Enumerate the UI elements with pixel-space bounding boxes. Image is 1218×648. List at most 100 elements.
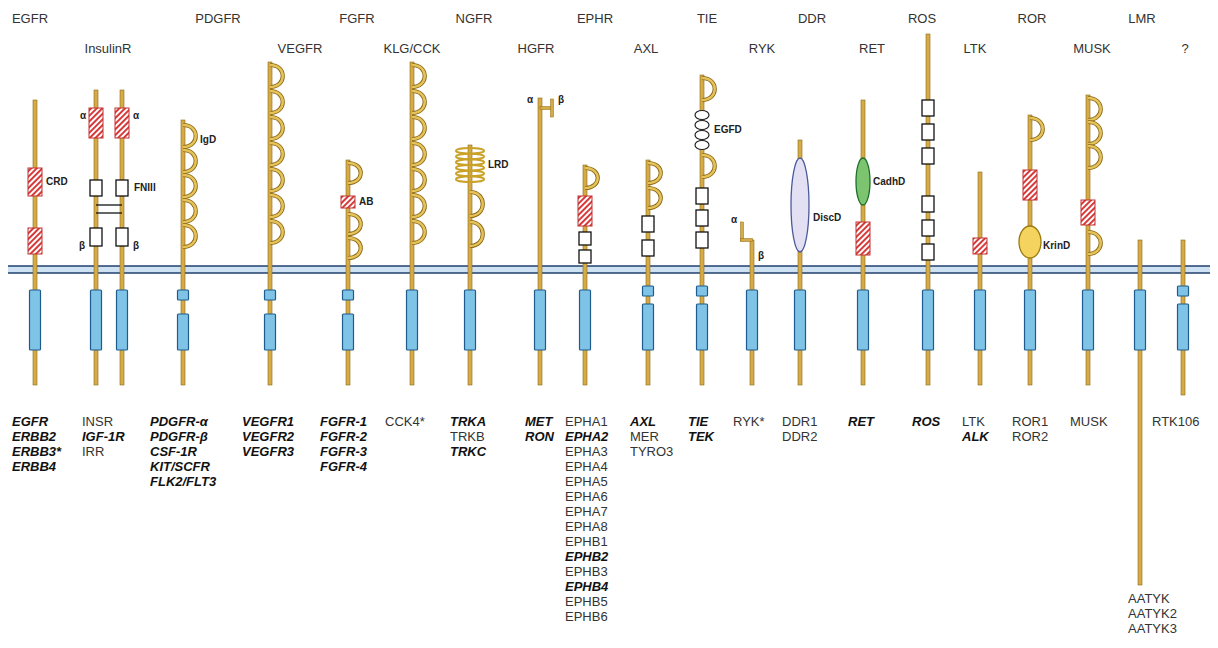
domain-label: FNIII (134, 182, 156, 194)
member-gene-name: PDGFR-β (150, 430, 208, 445)
receptor-symbol (747, 240, 758, 385)
family-name: ROR (1018, 12, 1047, 27)
fibronectin-domain (90, 180, 102, 196)
member-gene-name: INSR (82, 415, 113, 430)
ig-domain (412, 143, 425, 165)
ig-domain (412, 117, 425, 139)
receptor-symbol (578, 165, 598, 385)
ig-domain (412, 91, 425, 113)
family-name: NGFR (456, 12, 493, 27)
ig-domain (412, 221, 425, 243)
ig-domain (348, 214, 361, 234)
family-name: FGFR (339, 12, 374, 27)
ig-domain (348, 238, 361, 258)
member-gene-name: ROR2 (1012, 430, 1048, 445)
kinase-domain (343, 314, 354, 350)
receptor-symbol (456, 145, 484, 385)
kinase-domain (923, 290, 934, 350)
fibronectin-domain (922, 196, 934, 212)
domain-label: KrinD (1043, 240, 1070, 252)
member-gene-name: EGFR (12, 415, 48, 430)
receptor-symbol (1135, 240, 1146, 585)
member-gene-name: RET (848, 415, 874, 430)
member-gene-name: ROS (912, 415, 940, 430)
ig-domain (585, 168, 598, 188)
family-name: EGFR (12, 12, 48, 27)
member-gene-name: VEGFR3 (242, 445, 294, 460)
domain-label: β (758, 250, 764, 262)
cysteine-rich-domain (973, 238, 987, 254)
family-name: KLG/CCK (383, 42, 440, 57)
ig-domain (1088, 98, 1101, 120)
ig-domain (1088, 98, 1101, 120)
kinase-domain (343, 290, 354, 300)
member-gene-name: EPHA6 (565, 490, 608, 505)
ig-domain (412, 65, 425, 87)
member-gene-name: EPHA8 (565, 520, 608, 535)
member-gene-name: TRKA (450, 415, 486, 430)
receptor-symbol (265, 62, 283, 385)
ig-domain (412, 65, 425, 87)
cysteine-rich-domain (578, 196, 592, 226)
kinase-domain (795, 290, 806, 350)
ig-domain (270, 65, 283, 87)
domain-label: EGFD (714, 124, 742, 136)
receptor-symbol (922, 34, 934, 385)
receptors (28, 34, 1189, 585)
ig-domain (348, 214, 361, 234)
domain-label: IgD (200, 134, 216, 146)
domain-label: α (731, 214, 737, 226)
ig-domain (270, 91, 283, 113)
family-name: InsulinR (85, 42, 132, 57)
domain-label: CadhD (873, 176, 905, 188)
egf-domain (695, 131, 709, 140)
member-gene-name: RTK106 (1152, 415, 1199, 430)
family-name: PDGFR (195, 12, 241, 27)
subunit-chain (741, 222, 744, 241)
member-gene-name: EPHB4 (565, 580, 608, 595)
ig-domain (183, 125, 196, 147)
family-name: EPHR (577, 12, 613, 27)
family-name: TIE (697, 12, 717, 27)
domain-label: CRD (46, 176, 68, 188)
kinase-domain (117, 290, 128, 350)
ig-domain (1088, 232, 1101, 254)
receptor-symbol (642, 160, 661, 385)
ig-domain (412, 195, 425, 217)
subunit-chain (551, 99, 554, 117)
fibronectin-domain (922, 148, 934, 164)
ig-domain (183, 200, 196, 222)
ig-domain (270, 221, 283, 243)
kinase-domain (407, 290, 418, 350)
kinase-domain (697, 304, 708, 350)
ig-domain (1088, 146, 1101, 168)
egf-domain (695, 141, 709, 150)
member-gene-name: EPHA4 (565, 460, 608, 475)
leucine-rich-domain (456, 176, 484, 182)
member-gene-name: MET (525, 415, 552, 430)
receptor-symbol (973, 172, 987, 385)
egf-domain (695, 111, 709, 120)
member-gene-name: MER (630, 430, 659, 445)
ig-domain (412, 91, 425, 113)
ig-domain (585, 168, 598, 188)
domain-label: α (80, 110, 86, 122)
receptor-symbol (89, 90, 103, 385)
ig-domain (183, 125, 196, 147)
fibronectin-domain (696, 210, 708, 226)
kinase-domain (1135, 290, 1146, 350)
kinase-domain (91, 290, 102, 350)
family-name: RYK (749, 42, 776, 57)
member-gene-name: EPHA2 (565, 430, 608, 445)
cysteine-rich-domain (1081, 200, 1095, 225)
receptor-symbol (178, 120, 196, 385)
ig-domain (412, 143, 425, 165)
member-gene-name: LTK (962, 415, 985, 430)
ig-domain (1088, 232, 1101, 254)
ig-domain (270, 117, 283, 139)
receptor-stem (646, 160, 650, 385)
family-name: LTK (964, 42, 987, 57)
